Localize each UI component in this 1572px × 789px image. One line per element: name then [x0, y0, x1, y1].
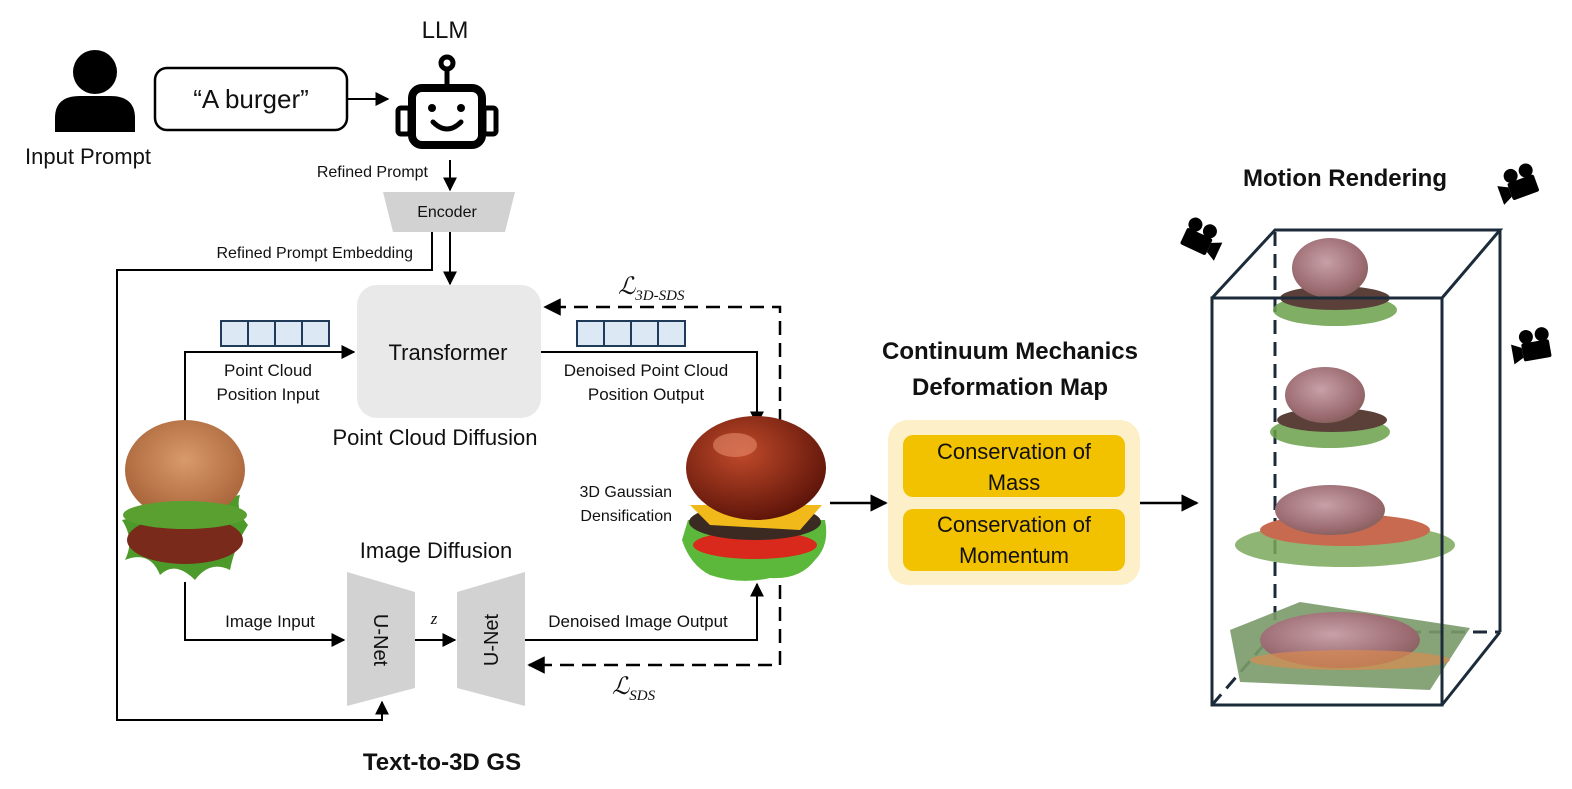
deforming-burger-frames: [1230, 238, 1470, 690]
latent-z-label: z: [430, 609, 438, 628]
camera-icon: [1497, 163, 1539, 205]
loss-3d-sds-connector: [543, 298, 782, 445]
point-cloud-input-label-1: Point Cloud: [224, 361, 312, 380]
camera-icon: [1180, 217, 1223, 261]
text-to-3d-title: Text-to-3D GS: [363, 749, 521, 776]
burger-frame-1: [1273, 238, 1397, 326]
continuum-title-1: Continuum Mechanics: [882, 338, 1138, 365]
continuum-title-2: Deformation Map: [912, 374, 1108, 401]
person-icon: [55, 50, 135, 132]
embedding-connector: [116, 232, 433, 721]
embedding-label: Refined Prompt Embedding: [216, 245, 413, 262]
coarse-point-cloud-burger-image: [122, 420, 248, 580]
camera-icon: [1511, 327, 1552, 365]
densification-label-2: Densification: [580, 508, 672, 525]
loss-3d-sds-label: ℒ3D-SDS: [618, 274, 685, 304]
point-cloud-input-label-2: Position Input: [216, 385, 319, 404]
conservation-momentum-line1: Conservation of: [937, 512, 1092, 537]
refined-prompt-label: Refined Prompt: [317, 164, 429, 181]
conservation-momentum-box: [903, 509, 1125, 571]
unet-encoder-block: [347, 572, 415, 706]
llm-label: LLM: [422, 17, 469, 44]
point-cloud-output-connector: [541, 351, 764, 426]
prompt-text: “A burger”: [193, 84, 309, 114]
loss-sds-connector: [527, 585, 782, 674]
transformer-label: Transformer: [389, 340, 508, 365]
render-volume-visible-edges: [1210, 228, 1504, 707]
image-output-connector: [525, 582, 764, 641]
point-cloud-output-label-1: Denoised Point Cloud: [564, 361, 728, 380]
output-token-sequence: [576, 320, 686, 347]
conservation-mass-line1: Conservation of: [937, 439, 1092, 464]
burger-frame-3: [1235, 485, 1455, 567]
input-prompt-label: Input Prompt: [25, 144, 151, 169]
image-input-connector: [184, 582, 346, 647]
densification-label-1: 3D Gaussian: [580, 484, 673, 501]
transformer-block: [357, 285, 541, 418]
burger-frame-2: [1270, 367, 1390, 448]
input-token-sequence: [220, 320, 330, 347]
point-cloud-diffusion-title: Point Cloud Diffusion: [332, 425, 537, 450]
image-diffusion-title: Image Diffusion: [360, 538, 512, 563]
unet-decoder-label: U-Net: [481, 613, 503, 666]
densified-gaussian-burger-image: [682, 416, 827, 581]
robot-icon: [395, 54, 499, 149]
motion-rendering-title: Motion Rendering: [1243, 165, 1447, 192]
loss-sds-label: ℒSDS: [612, 674, 656, 704]
point-cloud-output-label-2: Position Output: [588, 385, 705, 404]
conservation-mass-box: [903, 435, 1125, 497]
unet-encoder-label: U-Net: [369, 614, 391, 667]
encoder-block: [383, 192, 515, 232]
burger-frame-4: [1230, 602, 1470, 690]
image-input-label: Image Input: [225, 612, 315, 631]
unet-decoder-block: [457, 572, 525, 706]
conservation-mass-line2: Mass: [988, 470, 1041, 495]
image-output-label: Denoised Image Output: [548, 612, 728, 631]
point-cloud-input-connector: [184, 345, 356, 425]
encoder-label: Encoder: [417, 204, 477, 221]
conservation-momentum-line2: Momentum: [959, 543, 1069, 568]
